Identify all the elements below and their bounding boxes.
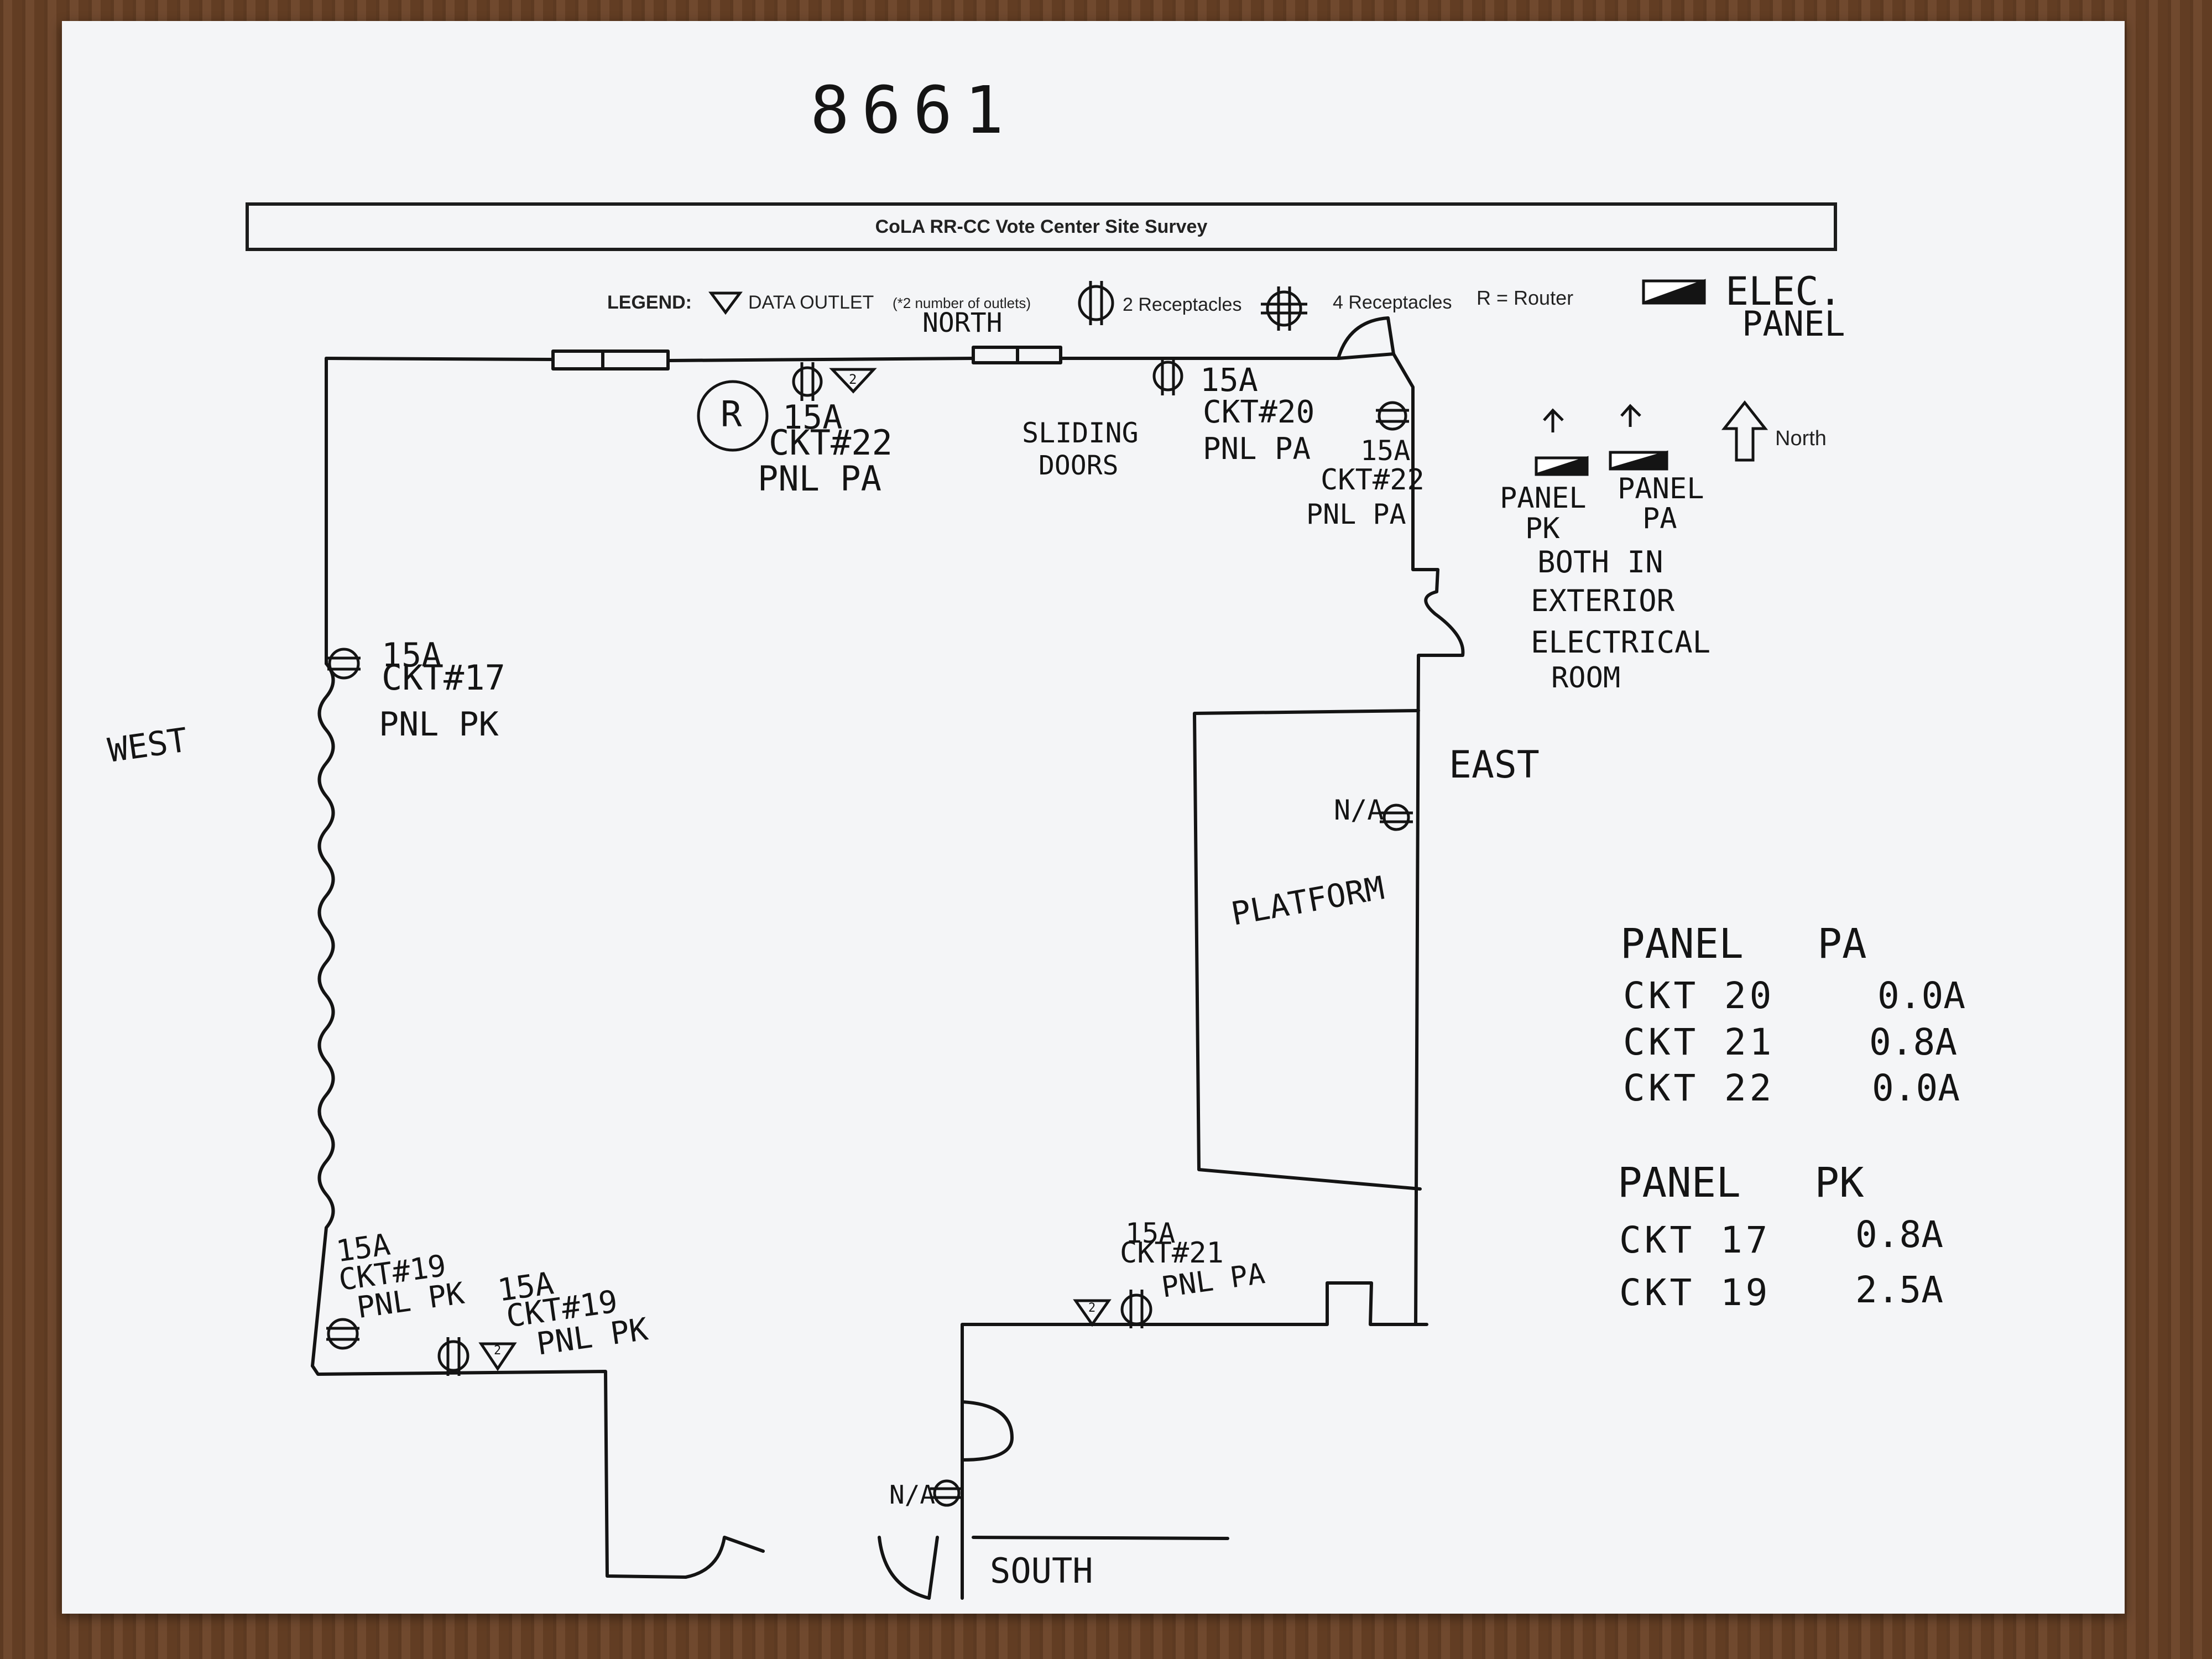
legend-data-outlet: DATA OUTLET <box>748 292 874 313</box>
receptacle-east-na <box>1380 804 1413 831</box>
receptacle-north-left <box>792 362 823 401</box>
legend-data-outlet-icon <box>708 291 743 315</box>
panel-note-4: ROOM <box>1551 661 1621 695</box>
panel-pk-arrow-icon <box>1543 408 1564 432</box>
legend-elec-panel-line2: PANEL <box>1742 304 1845 344</box>
sliding-doors-label-2: DOORS <box>1039 450 1119 481</box>
readings-pa-amps-0: 0.0A <box>1877 974 1965 1017</box>
panel-pk-icon <box>1535 456 1589 476</box>
panel-pk-label-2: PK <box>1525 512 1560 545</box>
site-number: 8661 <box>810 72 1016 148</box>
panel-pa-arrow-icon <box>1620 404 1641 427</box>
north-left-pnl: PNL PA <box>758 458 881 499</box>
west-ckt: CKT#17 <box>382 658 505 698</box>
north-window-3 <box>972 346 1019 364</box>
south-door-2 <box>878 1536 939 1600</box>
data-outlet-south-count: 2 <box>1088 1301 1096 1315</box>
north-wall <box>325 352 1395 362</box>
receptacle-south-na <box>930 1479 963 1507</box>
west-amps: 15A <box>382 636 442 675</box>
north-right-ckt: CKT#20 <box>1203 394 1315 430</box>
readings-pk-title: PANEL PK <box>1618 1159 1864 1207</box>
readings-pk-amps-0: 0.8A <box>1855 1213 1943 1256</box>
readings-pa-title: PANEL PA <box>1620 920 1867 968</box>
direction-west: WEST <box>105 721 190 770</box>
ne-door <box>1337 316 1395 360</box>
north-left-ckt: CKT#22 <box>769 422 893 463</box>
panel-note-1: BOTH IN <box>1537 545 1663 580</box>
panel-pa-label-1: PANEL <box>1618 472 1704 505</box>
legend-elec-panel-line1: ELEC. <box>1725 269 1842 314</box>
south-amps: 15A <box>1125 1217 1176 1249</box>
direction-south: SOUTH <box>990 1551 1093 1591</box>
receptacle-north-right <box>1152 357 1183 395</box>
data-outlet-southwest-count: 2 <box>494 1344 502 1358</box>
north-arrow-icon <box>1721 400 1768 462</box>
receptacle-southwest-2 <box>437 1337 469 1376</box>
panel-note-3: ELECTRICAL <box>1531 625 1711 660</box>
south-wall-west <box>311 1364 687 1579</box>
legend-label: LEGEND: <box>607 292 692 313</box>
legend-router: R = Router <box>1477 286 1574 309</box>
na-south-label: N/A <box>889 1480 936 1510</box>
direction-north: NORTH <box>922 307 1003 338</box>
readings-pk-amps-1: 2.5A <box>1855 1269 1943 1311</box>
sliding-doors-label-1: SLIDING <box>1022 417 1139 449</box>
readings-pa-amps-2: 0.0A <box>1872 1067 1960 1109</box>
readings-pa-ckt-2: CKT 22 <box>1623 1067 1775 1109</box>
north-window-2 <box>601 349 670 371</box>
receptacle-south <box>1120 1290 1152 1328</box>
panel-pa-icon <box>1609 450 1668 471</box>
router-label: R <box>721 394 742 435</box>
data-outlet-southwest <box>478 1342 517 1371</box>
router-circle <box>697 380 769 452</box>
data-outlet-north-count: 2 <box>849 372 857 387</box>
na-east-label: N/A <box>1334 794 1384 826</box>
east-wall <box>1392 352 1465 1326</box>
receptacle-northeast <box>1376 401 1409 431</box>
northeast-amps: 15A <box>1360 435 1411 467</box>
readings-pk-ckt-0: CKT 17 <box>1619 1219 1771 1261</box>
legend-data-outlet-note: (*2 number of outlets) <box>893 295 1031 311</box>
data-outlet-south <box>1073 1299 1112 1327</box>
readings-pa-amps-1: 0.8A <box>1869 1021 1957 1063</box>
north-right-pnl: PNL PA <box>1203 431 1311 466</box>
north-left-amps: 15A <box>782 398 843 437</box>
direction-east: EAST <box>1449 743 1540 787</box>
readings-pa-ckt-1: CKT 21 <box>1623 1021 1775 1063</box>
panel-pk-label-1: PANEL <box>1500 482 1587 515</box>
south-corridor <box>961 1281 1428 1600</box>
legend-two-receptacles: 2 Receptacles <box>1123 294 1242 315</box>
legend-four-receptacles-icon <box>1261 286 1307 331</box>
northeast-ckt: CKT#22 <box>1321 463 1425 497</box>
panel-note-2: EXTERIOR <box>1531 583 1675 618</box>
platform-outline <box>1193 709 1422 1191</box>
data-outlet-north <box>829 368 877 394</box>
north-window-1 <box>551 349 604 371</box>
readings-pk-ckt-1: CKT 19 <box>1619 1271 1771 1314</box>
south-entry-door <box>961 1400 1014 1462</box>
north-window-4 <box>1016 346 1062 364</box>
legend-elec-panel-icon <box>1642 279 1706 305</box>
south-door-1 <box>684 1536 765 1579</box>
receptacle-southwest-1 <box>326 1318 359 1350</box>
north-arrow-label: North <box>1775 427 1827 450</box>
readings-pa-ckt-0: CKT 20 <box>1623 974 1775 1017</box>
legend-four-receptacles: 4 Receptacles <box>1333 292 1452 313</box>
west-pnl: PNL PK <box>379 705 499 744</box>
south-ckt: CKT#21 <box>1120 1237 1224 1270</box>
title-box: CoLA RR-CC Vote Center Site Survey <box>246 202 1837 251</box>
west-wall-wavy <box>311 662 335 1368</box>
panel-pa-label-2: PA <box>1642 502 1677 535</box>
page-title: CoLA RR-CC Vote Center Site Survey <box>875 216 1208 237</box>
northeast-pnl: PNL PA <box>1306 498 1406 530</box>
north-right-amps: 15A <box>1200 361 1258 399</box>
legend-two-receptacles-icon <box>1078 281 1114 325</box>
south-exterior-line <box>972 1536 1229 1540</box>
receptacle-west <box>327 648 361 680</box>
